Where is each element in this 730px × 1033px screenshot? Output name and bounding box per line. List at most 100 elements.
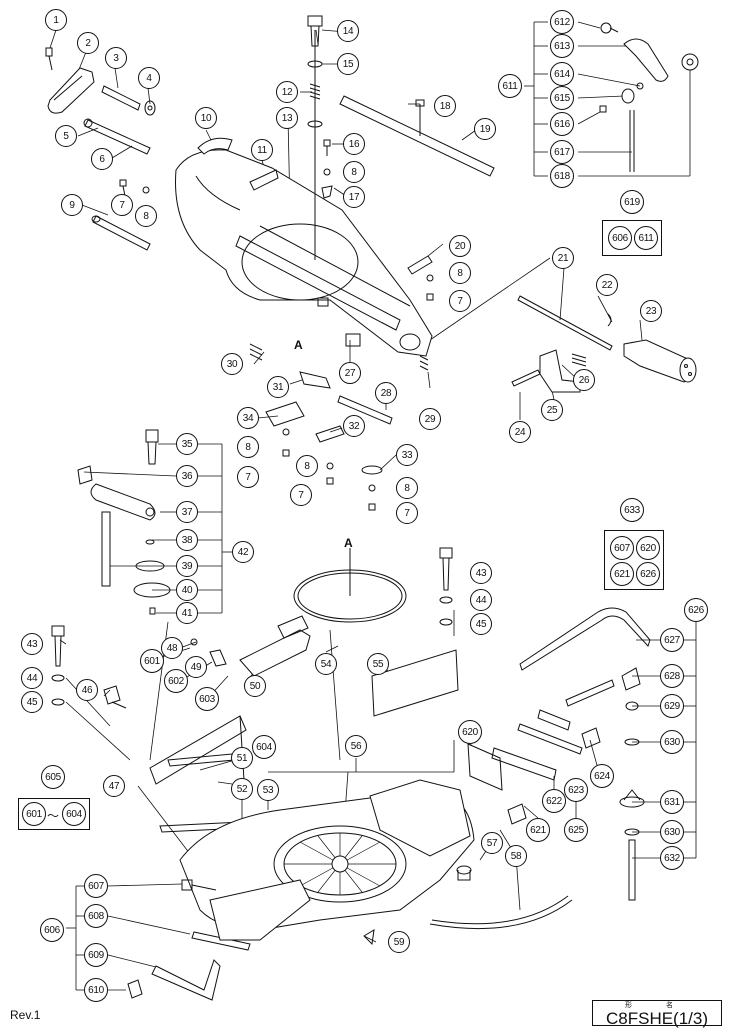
callout-38: 38 <box>176 529 198 551</box>
set-633-item-621: 621 <box>610 562 634 586</box>
callout-624: 624 <box>590 764 614 788</box>
callout-616: 616 <box>550 112 574 136</box>
callout-54: 54 <box>315 653 337 675</box>
callout-58: 58 <box>505 845 527 867</box>
callout-25: 25 <box>541 399 563 421</box>
callout-41: 41 <box>176 602 198 624</box>
callout-18: 18 <box>434 95 456 117</box>
callout-57: 57 <box>481 832 503 854</box>
callout-26: 26 <box>573 369 595 391</box>
callout-36: 36 <box>176 465 198 487</box>
callout-619: 619 <box>620 190 644 214</box>
callout-43-left: 43 <box>21 633 43 655</box>
callout-601: 601 <box>140 649 164 673</box>
callout-629: 629 <box>660 694 684 718</box>
callout-10: 10 <box>195 107 217 129</box>
callout-53: 53 <box>257 779 279 801</box>
callout-44-left: 44 <box>21 667 43 689</box>
set-633-item-607: 607 <box>610 536 634 560</box>
callout-16: 16 <box>343 133 365 155</box>
callout-9: 9 <box>61 194 83 216</box>
callout-7c: 7 <box>237 466 259 488</box>
upper-arm-parts <box>45 15 697 511</box>
callout-28: 28 <box>375 382 397 404</box>
callout-40: 40 <box>176 579 198 601</box>
callout-22: 22 <box>596 274 618 296</box>
callout-12: 12 <box>276 81 298 103</box>
callout-42: 42 <box>232 541 254 563</box>
callout-614: 614 <box>550 62 574 86</box>
callout-610: 610 <box>84 978 108 1002</box>
callout-607: 607 <box>84 874 108 898</box>
callout-30: 30 <box>221 353 243 375</box>
set-633-item-626: 626 <box>636 562 660 586</box>
callout-27: 27 <box>339 362 361 384</box>
callout-620: 620 <box>458 720 482 744</box>
callout-4: 4 <box>138 67 160 89</box>
callout-632: 632 <box>660 846 684 870</box>
callout-8d: 8 <box>237 436 259 458</box>
callout-14: 14 <box>337 20 359 42</box>
callout-24: 24 <box>509 421 531 443</box>
callout-56: 56 <box>345 735 367 757</box>
callout-623: 623 <box>564 778 588 802</box>
callout-602: 602 <box>164 669 188 693</box>
callout-47: 47 <box>103 775 125 797</box>
callout-11: 11 <box>251 139 273 161</box>
callout-612: 612 <box>550 10 574 34</box>
callout-45-left: 45 <box>21 691 43 713</box>
set-605-from: 601 <box>22 802 46 826</box>
callout-617: 617 <box>550 140 574 164</box>
callout-8b: 8 <box>343 161 365 183</box>
set-605-to: 604 <box>62 802 86 826</box>
model-header: 形 名 <box>625 1002 689 1009</box>
model-name: C8FSHE(1/3) <box>605 1009 709 1028</box>
callout-23: 23 <box>640 300 662 322</box>
set-box-605: 601 〜 604 <box>18 798 90 830</box>
callout-29: 29 <box>419 408 441 430</box>
callout-31: 31 <box>267 376 289 398</box>
knob-assembly-611 <box>599 22 699 172</box>
callout-55: 55 <box>367 653 389 675</box>
callout-604: 604 <box>252 735 276 759</box>
callout-35: 35 <box>176 433 198 455</box>
callout-3: 3 <box>105 47 127 69</box>
callout-7: 7 <box>111 194 133 216</box>
callout-50: 50 <box>244 675 266 697</box>
callout-59: 59 <box>388 931 410 953</box>
callout-32: 32 <box>343 415 365 437</box>
callout-52: 52 <box>231 778 253 800</box>
callout-611: 611 <box>498 74 522 98</box>
callout-608: 608 <box>84 904 108 928</box>
callout-8c: 8 <box>449 262 471 284</box>
callout-5: 5 <box>55 125 77 147</box>
callout-618: 618 <box>550 164 574 188</box>
set-619-item-606: 606 <box>608 226 632 250</box>
callout-49: 49 <box>185 656 207 678</box>
callout-1: 1 <box>45 9 67 31</box>
base-assembly <box>51 547 651 1001</box>
callout-613: 613 <box>550 34 574 58</box>
callout-631: 631 <box>660 790 684 814</box>
callout-630-upper: 630 <box>660 730 684 754</box>
callout-34: 34 <box>237 407 259 429</box>
rail-holder-35-42 <box>77 429 171 615</box>
callout-606: 606 <box>40 918 64 942</box>
callout-7b: 7 <box>449 290 471 312</box>
callout-621: 621 <box>526 818 550 842</box>
callout-615: 615 <box>550 86 574 110</box>
callout-15: 15 <box>337 53 359 75</box>
callout-6: 6 <box>91 148 113 170</box>
callout-8f: 8 <box>396 477 418 499</box>
callout-7e: 7 <box>396 502 418 524</box>
callout-625: 625 <box>564 818 588 842</box>
callout-605: 605 <box>41 765 65 789</box>
set-605-range-sign: 〜 <box>47 809 60 823</box>
callout-8e: 8 <box>296 455 318 477</box>
callout-633: 633 <box>620 498 644 522</box>
callout-626: 626 <box>684 598 708 622</box>
callout-609: 609 <box>84 943 108 967</box>
callout-39: 39 <box>176 555 198 577</box>
callout-630-lower: 630 <box>660 820 684 844</box>
